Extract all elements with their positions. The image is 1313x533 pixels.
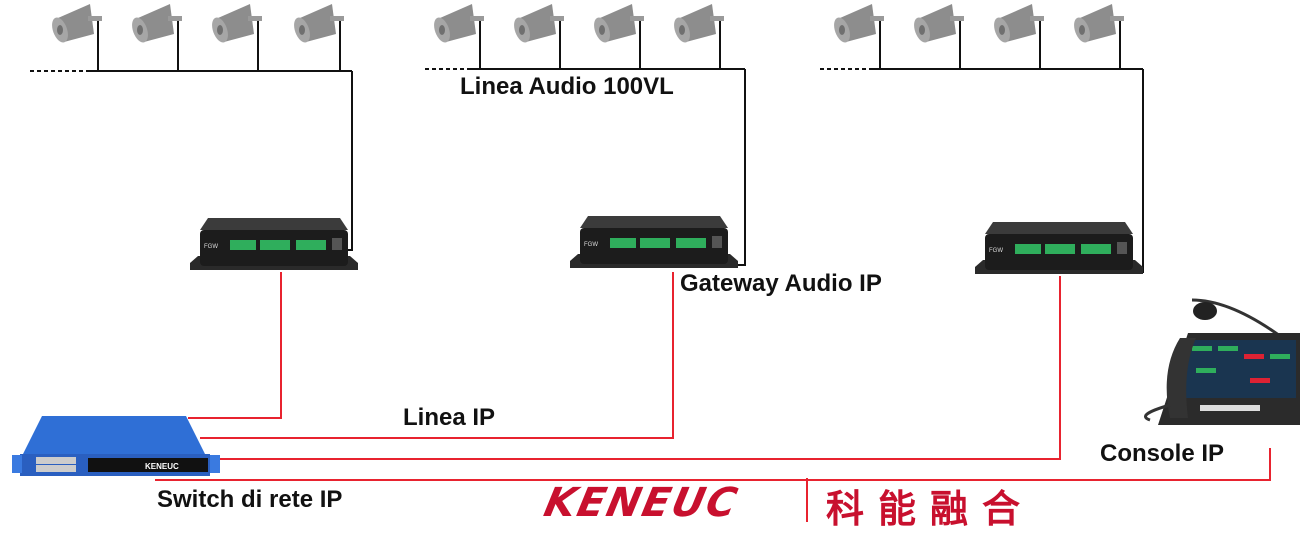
console-label: Console IP bbox=[1100, 440, 1225, 467]
audio-gateway-device-1 bbox=[190, 218, 358, 270]
audio-gateway-device-2 bbox=[570, 216, 738, 268]
horn-speaker-icon bbox=[48, 4, 1124, 45]
ip-lines bbox=[155, 272, 1271, 522]
switch-label: Switch di rete IP bbox=[157, 486, 343, 513]
gateway-label: Gateway Audio IP bbox=[680, 270, 882, 297]
audio-gateway-device-3 bbox=[975, 222, 1143, 274]
brand-logo: KENEUC bbox=[540, 480, 743, 526]
ip-console-phone bbox=[1144, 298, 1300, 425]
network-switch-device: KENEUC bbox=[12, 416, 220, 476]
audio-line-label: Linea Audio 100VL bbox=[460, 73, 674, 100]
brand-logo-chinese: 科能融合 bbox=[826, 487, 1035, 531]
ip-line-label: Linea IP bbox=[403, 404, 496, 431]
svg-text:KENEUC: KENEUC bbox=[145, 462, 179, 471]
speaker-group-1 bbox=[30, 20, 353, 251]
